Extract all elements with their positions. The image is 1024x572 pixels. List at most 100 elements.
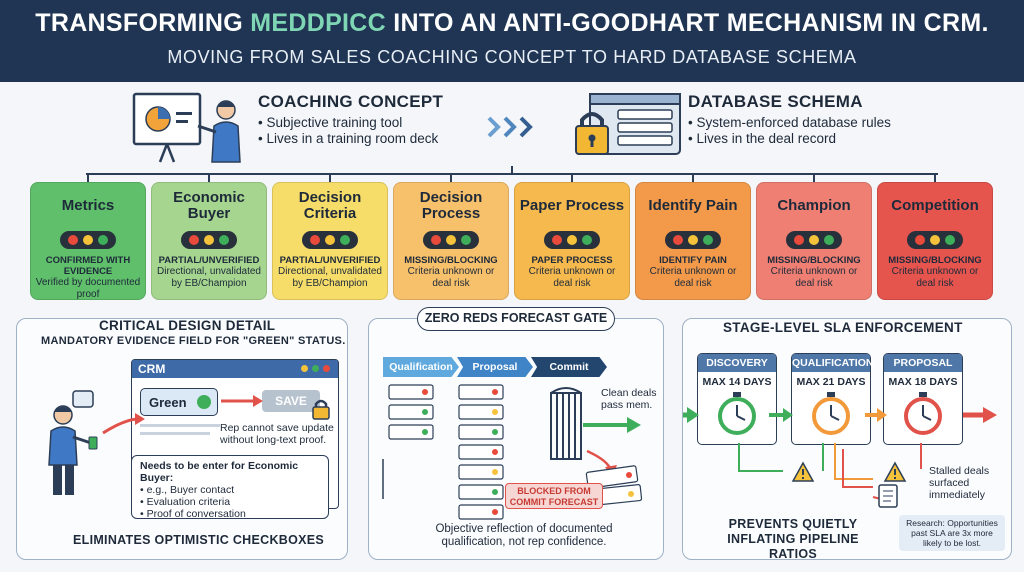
card-status: IDENTIFY PAIN (659, 255, 727, 266)
design-subtitle: MANDATORY EVIDENCE FIELD FOR "GREEN" STA… (41, 335, 346, 347)
card-status: PAPER PROCESS (531, 255, 613, 266)
text-line (140, 424, 220, 427)
coaching-title: COACHING CONCEPT (258, 92, 444, 111)
card-description: Directional, unvalidated by EB/Champion (157, 266, 261, 289)
sla-stage-limit: MAX 18 DAYS (888, 376, 958, 388)
gate-icon (550, 387, 582, 460)
blocked-deal-cards (585, 465, 643, 506)
stopwatch-icon (812, 392, 850, 435)
requirement-item: • e.g., Buyer contact (140, 484, 235, 496)
design-detail-panel: CRITICAL DESIGN DETAIL MANDATORY EVIDENC… (16, 318, 348, 560)
stage-commit[interactable]: Commit (531, 357, 607, 377)
card-description: Criteria unknown or deal risk (649, 266, 737, 289)
crm-titlebar: CRM (132, 360, 338, 378)
traffic-light-icon (423, 231, 479, 249)
sla-stage[interactable]: DISCOVERY MAX 14 DAYS (697, 353, 777, 445)
sla-stage-name: PROPOSAL (884, 354, 962, 372)
card-status: MISSING/BLOCKING (888, 255, 982, 266)
green-status-dot (197, 395, 211, 409)
header-banner: TRANSFORMING MEDDPICC INTO AN ANTI-GOODH… (0, 0, 1024, 82)
rep-person-icon (48, 390, 98, 495)
warning-icon (883, 461, 907, 482)
gate-title: ZERO REDS FORECAST GATE (417, 307, 615, 331)
card-title: Economic Buyer (173, 189, 245, 222)
card-status: PARTIAL/UNVERIFIED (279, 255, 381, 266)
pipeline-stages: Qualification Proposal Commit (383, 357, 609, 377)
design-title: CRITICAL DESIGN DETAIL (99, 318, 276, 333)
traffic-light-icon (302, 231, 358, 249)
card-description: Criteria unknown or deal risk (770, 266, 858, 289)
sla-stage-name: DISCOVERY (698, 354, 776, 372)
requirement-title: Needs to be enter for Economic Buyer: (140, 460, 299, 484)
gate-diagram (382, 384, 643, 520)
minimize-icon[interactable] (301, 365, 308, 372)
card-status: MISSING/BLOCKING (404, 255, 498, 266)
maximize-icon[interactable] (312, 365, 319, 372)
requirement-item: • Proof of conversation (140, 508, 246, 520)
clean-deals-note: Clean deals pass mem. (601, 387, 657, 411)
status-field[interactable]: Green (140, 388, 218, 416)
sla-stage[interactable]: PROPOSAL MAX 18 DAYS (883, 353, 963, 445)
warning-icon (791, 461, 815, 482)
traffic-light-icon (665, 231, 721, 249)
text-line (140, 432, 210, 435)
chevrons-right-icon (487, 116, 533, 138)
save-button[interactable]: SAVE (262, 390, 320, 412)
design-footer: ELIMINATES OPTIMISTIC CHECKBOXES (73, 533, 325, 547)
card-title: Identify Pain (648, 197, 738, 214)
crm-window-title: CRM (138, 362, 166, 376)
lock-icon (312, 399, 330, 420)
card-status: CONFIRMED WITH EVIDENCE (45, 255, 131, 277)
schema-bullet: • System-enforced database rules (688, 115, 891, 130)
card-description: Criteria unknown or deal risk (891, 266, 979, 289)
gate-footer: Objective reflection of documented quali… (435, 523, 613, 548)
forecast-gate-panel: ZERO REDS FORECAST GATE Qualification Pr… (368, 307, 664, 560)
evidence-requirement-box[interactable]: Needs to be enter for Economic Buyer: • … (131, 455, 329, 520)
requirement-item: • Evaluation criteria (140, 496, 231, 508)
card-description: Verified by documented proof (35, 277, 141, 300)
traffic-light-icon (544, 231, 600, 249)
design-arrows (102, 395, 263, 435)
card-description: Directional, unvalidated by EB/Champion (278, 266, 382, 289)
page-subtitle: MOVING FROM SALES COACHING CONCEPT TO HA… (167, 47, 857, 67)
presenter-illustration (132, 92, 241, 163)
traffic-light-icon (60, 231, 116, 249)
coaching-concept: COACHING CONCEPT • Subjective training t… (258, 92, 443, 172)
card-status: PARTIAL/UNVERIFIED (158, 255, 260, 266)
card-title: Decision Process (419, 189, 483, 222)
card-status: MISSING/BLOCKING (767, 255, 861, 266)
stopwatch-icon (904, 392, 942, 435)
schema-title: DATABASE SCHEMA (688, 92, 863, 111)
stalled-note: Stalled deals surfaced immediately (929, 465, 990, 501)
traffic-light-icon (907, 231, 963, 249)
sla-footer: PREVENTS QUIETLY INFLATING PIPELINE RATI… (727, 517, 859, 561)
sla-flow (683, 407, 997, 508)
save-blocked-note: Rep cannot save update without long-text… (220, 422, 334, 446)
card-description: Criteria unknown or deal risk (407, 266, 495, 289)
sla-panel: STAGE-LEVEL SLA ENFORCEMENT DISCOVERY MAX… (682, 318, 1012, 561)
page-title: TRANSFORMING MEDDPICC INTO AN ANTI-GOODH… (35, 9, 989, 37)
sla-stage-limit: MAX 14 DAYS (702, 376, 772, 388)
card-title: Paper Process (519, 197, 625, 214)
research-note: Research: Opportunities past SLA are 3x … (899, 515, 1005, 551)
close-icon[interactable] (323, 365, 330, 372)
traffic-light-icon (786, 231, 842, 249)
card-title: Decision Criteria (298, 189, 362, 222)
card-title: Champion (777, 197, 851, 214)
sla-title: STAGE-LEVEL SLA ENFORCEMENT (723, 320, 963, 335)
report-icon (878, 484, 898, 508)
stage-proposal[interactable]: Proposal (457, 357, 533, 377)
coaching-bullet: • Lives in a training room deck (258, 131, 439, 146)
stage-qualification[interactable]: Qualification (383, 357, 459, 377)
deal-cards (388, 384, 504, 520)
schema-bullet: • Lives in the deal record (688, 131, 837, 146)
